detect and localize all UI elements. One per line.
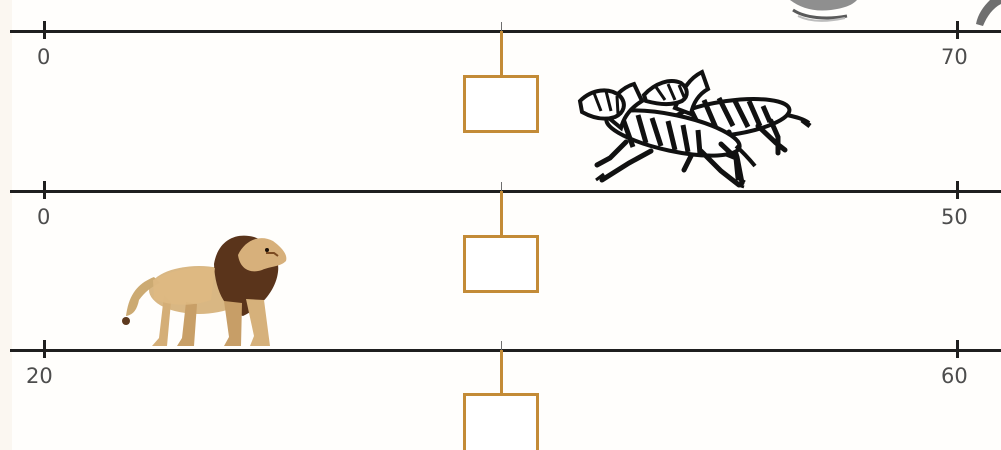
number-line-2-end-tick xyxy=(956,181,959,199)
number-line-1-answer-box[interactable] xyxy=(463,75,539,133)
number-line-3 xyxy=(10,349,1001,352)
number-line-3-end-label: 60 xyxy=(941,366,968,387)
number-line-2-answer-connector xyxy=(500,191,503,236)
number-line-3-start-label: 20 xyxy=(26,366,53,387)
standing-lion-illustration xyxy=(122,236,286,346)
number-line-3-end-tick xyxy=(956,340,959,358)
top-right-partial-animal-illustration xyxy=(790,0,1001,26)
number-line-1-end-label: 70 xyxy=(941,47,968,68)
number-line-2-end-label: 50 xyxy=(941,207,968,228)
number-line-3-answer-connector xyxy=(500,350,503,395)
number-line-2-answer-box[interactable] xyxy=(463,235,539,293)
running-zebras-illustration xyxy=(580,72,810,187)
number-line-2 xyxy=(10,190,1001,193)
number-line-1-end-tick xyxy=(956,21,959,39)
number-line-2-start-label: 0 xyxy=(37,207,50,228)
number-line-1-start-tick xyxy=(43,21,46,39)
number-line-1-start-label: 0 xyxy=(37,47,50,68)
number-line-2-start-tick xyxy=(43,181,46,199)
number-line-1-answer-connector xyxy=(500,31,503,76)
number-line-3-answer-box[interactable] xyxy=(463,393,539,450)
number-line-3-start-tick xyxy=(43,340,46,358)
number-line-1 xyxy=(10,30,1001,33)
